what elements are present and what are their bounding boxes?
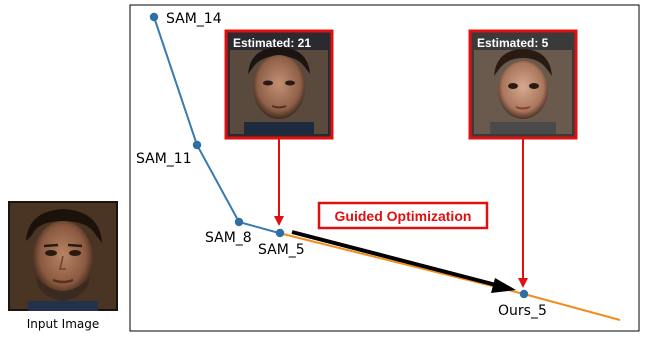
input-image — [8, 201, 118, 311]
guided-optimization-label: Guided Optimization — [335, 208, 472, 224]
label-sam-14: SAM_14 — [166, 11, 222, 27]
ours-trajectory-line — [278, 232, 621, 321]
input-image-caption: Input Image — [26, 317, 100, 331]
callout-label-1: Estimated: 21 — [233, 36, 311, 50]
estimated-face-callout-1: Estimated: 21 — [224, 29, 334, 140]
guided-optimization-box — [317, 201, 489, 230]
callout-arrowhead-1 — [274, 216, 284, 226]
point-sam-8 — [234, 217, 244, 227]
estimated-face-callout-2: Estimated: 5 — [468, 29, 578, 140]
callout-label-2: Estimated: 5 — [477, 36, 549, 50]
guided-optimization-arrowhead — [491, 278, 516, 293]
input-face-photo — [8, 201, 118, 311]
plot-frame — [129, 4, 640, 332]
sam-trajectory-line — [153, 16, 280, 234]
label-sam-8: SAM_8 — [205, 230, 252, 246]
point-sam-14 — [149, 12, 159, 22]
label-sam-11: SAM_11 — [136, 151, 192, 167]
label-sam-5: SAM_5 — [258, 242, 305, 258]
label-ours-5: Ours_5 — [498, 303, 547, 319]
point-sam-11 — [192, 140, 202, 150]
point-sam-5 — [275, 228, 285, 238]
guided-optimization-arrow — [291, 230, 501, 288]
callout-arrowhead-2 — [518, 278, 528, 288]
point-ours-5 — [519, 289, 529, 299]
